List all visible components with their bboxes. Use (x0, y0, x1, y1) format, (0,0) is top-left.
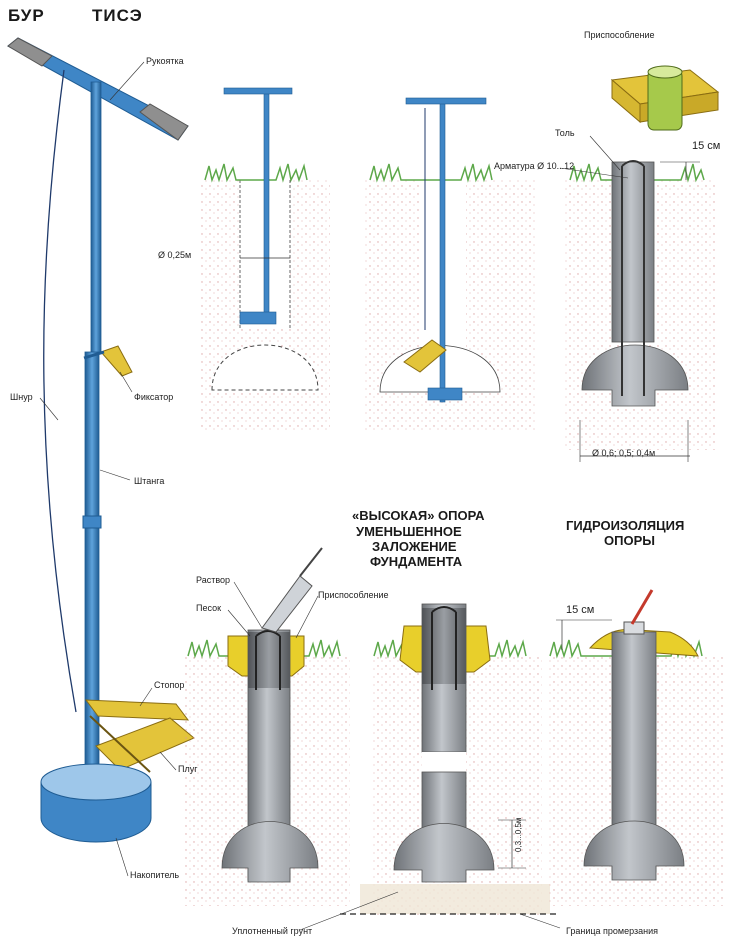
label-handle: Рукоятка (146, 56, 184, 66)
subtitle-high-support-1: «ВЫСОКАЯ» ОПОРА (352, 508, 485, 523)
tise-drill (7, 37, 195, 877)
latch (100, 345, 133, 377)
drilling-step-2 (365, 97, 535, 430)
high-support (299, 603, 561, 931)
rod-clamp (82, 515, 102, 529)
collector (40, 763, 152, 801)
pillar-pouring (185, 547, 350, 906)
label-sand: Песок (196, 603, 222, 613)
label-latch: Фиксатор (134, 392, 174, 402)
label-plough: Плуг (178, 764, 198, 774)
subtitle-waterproof-1: ГИДРОИЗОЛЯЦИЯ (566, 518, 685, 533)
label-15cm-bottom: 15 см (566, 604, 595, 616)
waterproofing (548, 589, 723, 906)
label-mortar: Раствор (196, 575, 231, 585)
label-depth: 0,3...0,5м (514, 817, 523, 852)
drilling-step-1 (200, 87, 330, 430)
label-collector: Накопитель (130, 870, 180, 880)
label-freeze-line: Граница промерзания (566, 926, 659, 936)
label-fixture-bottom: Приспособление (318, 590, 389, 600)
label-roofing: Толь (555, 128, 575, 138)
subtitle-waterproof-2: ОПОРЫ (604, 533, 655, 548)
title-word-1: БУР (8, 6, 45, 25)
pillar-with-rebar (559, 65, 720, 462)
label-cord: Шнур (10, 392, 33, 402)
drill-rod-upper (90, 81, 102, 355)
stopper (84, 699, 190, 721)
label-diameter-025: Ø 0,25м (158, 250, 192, 260)
label-15cm-top: 15 см (692, 140, 721, 152)
label-stopper: Стопор (154, 680, 185, 690)
label-rebar: Арматура Ø 10...12 (494, 161, 575, 171)
label-base-diameters: Ø 0,6; 0,5; 0,4м (592, 448, 656, 458)
subtitle-high-support-4: ФУНДАМЕНТА (370, 554, 463, 569)
subtitle-high-support-2: УМЕНЬШЕННОЕ (356, 524, 462, 539)
label-fixture-top: Приспособление (584, 30, 655, 40)
label-rod: Штанга (134, 476, 165, 486)
cord (43, 69, 77, 713)
subtitle-high-support-3: ЗАЛОЖЕНИЕ (372, 539, 457, 554)
plough (95, 717, 195, 771)
label-compacted-soil: Уплотненный грунт (232, 926, 313, 936)
title-word-2: ТИСЭ (92, 6, 143, 25)
